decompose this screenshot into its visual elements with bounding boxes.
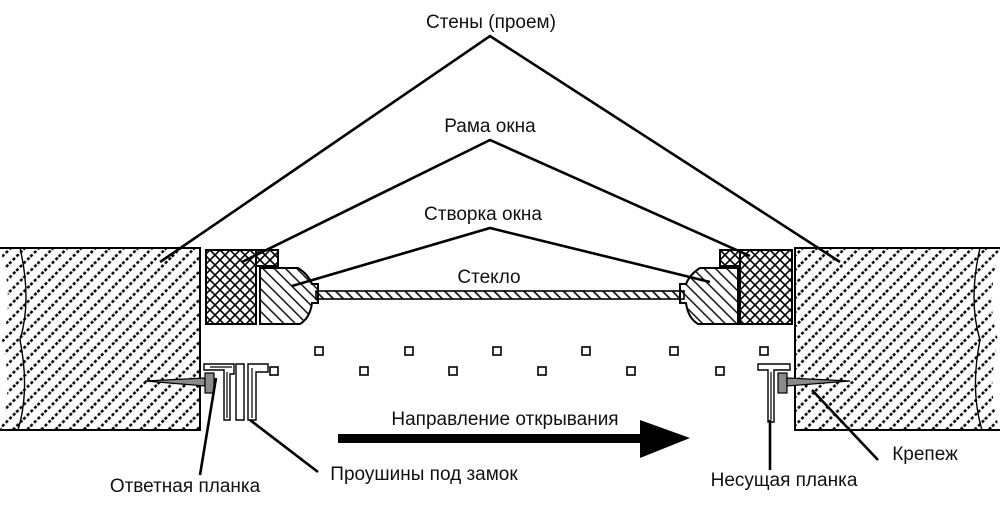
strike-plate [203, 363, 235, 421]
window-frame-left [205, 249, 279, 325]
label-fastener: Крепеж [892, 444, 958, 465]
window-frame-right [719, 249, 793, 325]
leader-lock-lugs [249, 418, 319, 474]
label-window-frame: Рама окна [444, 116, 536, 137]
label-window-sash: Створка окна [424, 204, 542, 225]
wall-right [794, 247, 1000, 431]
window-sash-right [679, 267, 739, 325]
glass-pane [315, 290, 685, 300]
leader-window-sash [291, 226, 711, 288]
fastener-left [144, 372, 215, 394]
leader-lines [159, 34, 879, 476]
opening-direction-arrow [338, 420, 690, 458]
label-opening-direction: Направление открывания [391, 409, 618, 430]
leader-strike-plate [198, 377, 218, 476]
labels: Стены (проем) Рама окна Створка окна Сте… [110, 12, 958, 497]
label-bearing-plate: Несущая планка [711, 470, 858, 491]
window-sash-left [259, 267, 319, 325]
label-lock-lugs: Проушины под замок [330, 464, 518, 485]
label-strike-plate: Ответная планка [110, 476, 261, 497]
opening-path [269, 346, 769, 376]
leader-window-frame [241, 138, 751, 264]
label-walls: Стены (проем) [426, 12, 556, 33]
leader-fastener [811, 389, 879, 461]
wall-left [0, 247, 201, 431]
fastener-right [777, 372, 851, 394]
label-glass: Стекло [457, 267, 520, 288]
lock-lugs [235, 363, 269, 421]
bearing-plate [757, 363, 791, 423]
leader-walls [159, 34, 841, 264]
